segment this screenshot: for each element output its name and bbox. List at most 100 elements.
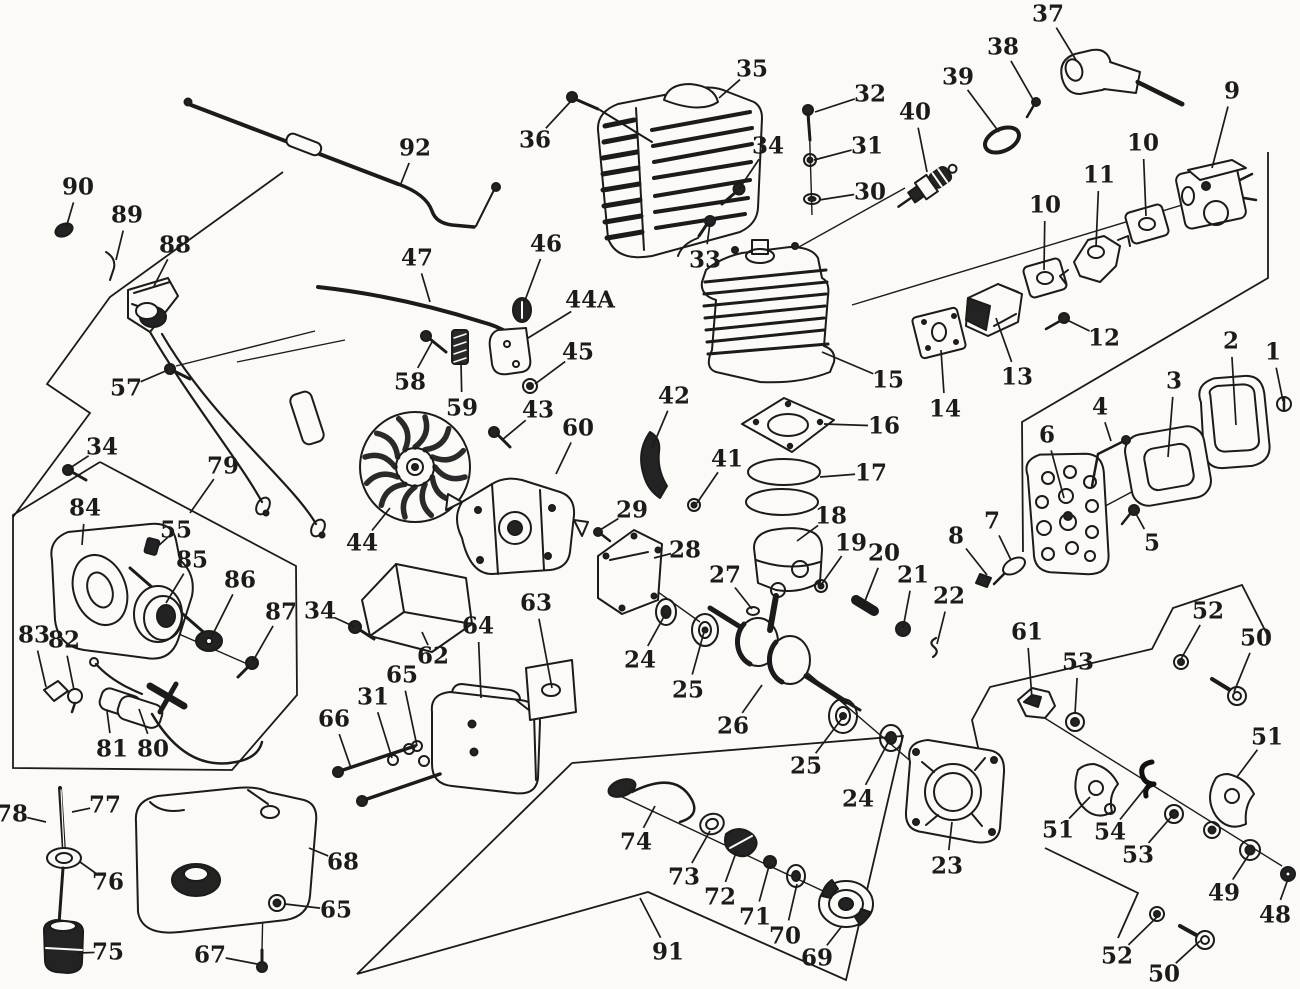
leader-line-42 — [651, 410, 669, 449]
callout-label-23: 23 — [931, 853, 963, 880]
leader-line-74 — [642, 805, 656, 829]
leader-line-5 — [1134, 511, 1146, 530]
leader-line-52 — [1180, 624, 1201, 660]
assembly-axis-line — [175, 330, 316, 367]
assembly-axis-line — [1034, 711, 1283, 867]
carb-gasket-upper — [1124, 203, 1170, 245]
callout-label-61: 61 — [1011, 619, 1043, 646]
callout-label-51: 51 — [1251, 724, 1283, 751]
callout-label-53: 53 — [1122, 842, 1154, 869]
callout-label-47: 47 — [401, 245, 433, 272]
leader-line-51 — [1068, 796, 1091, 820]
callout-label-33: 33 — [689, 247, 721, 274]
flywheel — [359, 411, 471, 523]
leader-line-17 — [819, 473, 856, 478]
leader-line-3 — [1167, 396, 1174, 458]
callout-label-24: 24 — [624, 647, 656, 674]
callout-label-39: 39 — [942, 64, 974, 91]
callout-label-35: 35 — [736, 56, 768, 83]
callout-label-2: 2 — [1223, 328, 1239, 355]
callout-label-16: 16 — [868, 413, 900, 440]
leader-line-69 — [826, 925, 843, 946]
callout-label-3: 3 — [1166, 368, 1182, 395]
leader-line-59 — [460, 361, 463, 393]
clutch-assembly — [1017, 654, 1296, 950]
leader-line-92 — [399, 162, 410, 187]
leader-line-6 — [1050, 450, 1065, 499]
air-cleaner-backplate — [1025, 452, 1110, 576]
leader-line-53 — [1147, 815, 1173, 844]
leader-line-22 — [936, 611, 946, 645]
callout-label-91: 91 — [652, 939, 684, 966]
assembly-axis-line — [236, 339, 346, 363]
leader-line-55 — [156, 537, 169, 548]
callout-label-54: 54 — [1094, 819, 1126, 846]
callout-label-34: 34 — [304, 598, 336, 625]
leader-line-39 — [966, 89, 1000, 133]
callout-label-7: 7 — [984, 508, 1000, 535]
callout-label-34: 34 — [86, 434, 118, 461]
leader-line-47 — [420, 273, 431, 303]
cylinder — [700, 239, 836, 384]
piston-pin-parts — [814, 579, 938, 659]
callout-label-45: 45 — [562, 339, 594, 366]
callout-label-50: 50 — [1148, 961, 1180, 988]
leader-line-83 — [36, 650, 47, 688]
leader-line-46 — [523, 258, 542, 304]
callout-label-26: 26 — [717, 713, 749, 740]
leader-line-82 — [66, 655, 75, 691]
callout-label-89: 89 — [111, 202, 143, 229]
leader-line-20 — [862, 567, 879, 607]
manifold-screw — [1044, 312, 1070, 331]
leader-line-80 — [138, 708, 149, 735]
leader-line-65 — [284, 903, 321, 909]
piston — [753, 527, 823, 592]
callout-label-24: 24 — [842, 786, 874, 813]
callout-label-57: 57 — [110, 375, 142, 402]
leader-line-9 — [1211, 106, 1229, 169]
callout-label-55: 55 — [160, 517, 192, 544]
callout-label-17: 17 — [855, 460, 887, 487]
group-border-gasket-kit-box — [356, 735, 905, 982]
cover-bolts — [566, 91, 746, 257]
callout-label-52: 52 — [1192, 598, 1224, 625]
callout-label-18: 18 — [815, 503, 847, 530]
leader-line-54 — [1119, 786, 1147, 821]
callout-label-4: 4 — [1092, 394, 1108, 421]
leader-line-75 — [77, 951, 95, 954]
group-border-clutch-group — [971, 583, 1271, 816]
throttle-cable — [183, 97, 501, 229]
air-cleaner-cover — [1198, 374, 1292, 470]
callout-label-52: 52 — [1101, 943, 1133, 970]
leader-line-58 — [416, 341, 433, 369]
leader-line-31 — [813, 149, 852, 161]
callout-label-85: 85 — [176, 547, 208, 574]
kit-parts — [607, 778, 874, 928]
callout-label-15: 15 — [872, 367, 904, 394]
muffler — [430, 683, 541, 795]
crank-bearings-seals — [655, 598, 903, 752]
callout-label-60: 60 — [562, 415, 594, 442]
leader-line-66 — [338, 733, 352, 769]
callout-label-65: 65 — [320, 897, 352, 924]
leader-line-26 — [741, 684, 763, 714]
leader-line-50 — [1175, 940, 1201, 964]
callout-label-67: 67 — [194, 942, 226, 969]
leader-line-18 — [796, 524, 819, 542]
callout-label-19: 19 — [835, 530, 867, 557]
leader-line-86 — [210, 593, 234, 639]
callout-label-8: 8 — [948, 523, 964, 550]
leader-line-28 — [653, 552, 672, 559]
callout-label-11: 11 — [1083, 162, 1115, 189]
callout-label-64: 64 — [462, 613, 494, 640]
leader-line-7 — [998, 535, 1012, 561]
callout-label-32: 32 — [854, 81, 886, 108]
leader-line-4 — [1104, 421, 1112, 442]
callout-label-9: 9 — [1224, 78, 1240, 105]
callout-label-46: 46 — [530, 231, 562, 258]
callout-label-31: 31 — [357, 684, 389, 711]
leader-line-35 — [718, 78, 741, 99]
leader-line-84 — [81, 523, 85, 546]
leader-line-51 — [1236, 749, 1259, 778]
cylinder-gasket — [741, 397, 835, 453]
